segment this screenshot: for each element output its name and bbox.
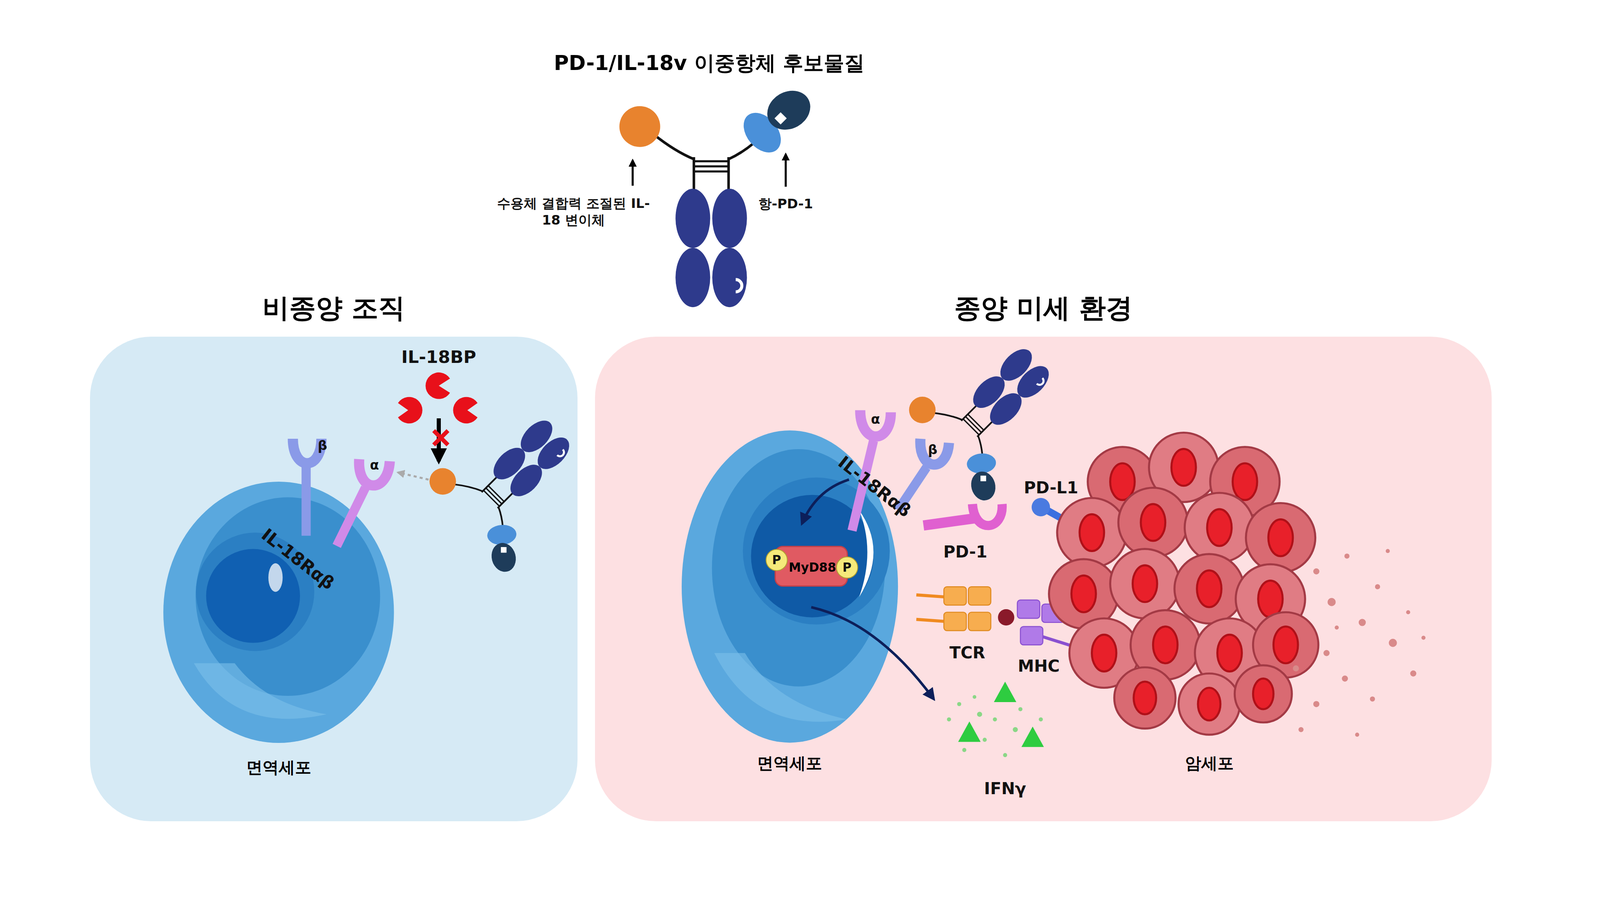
annotation-label: P	[835, 556, 858, 579]
annotation-label: IFNγ	[984, 778, 1027, 800]
annotation-label: TCR	[949, 642, 986, 664]
annotation-label: 항-PD-1	[758, 195, 813, 213]
node-label: 암세포	[1185, 752, 1234, 774]
panel-heading: 종양 미세 환경	[954, 291, 1133, 325]
tissue-panel: 종양 미세 환경면역세포MyD88암세포	[595, 336, 1493, 822]
annotation-label: α	[370, 457, 380, 474]
node-label: 면역세포	[757, 752, 823, 774]
annotation-label: MHC	[1017, 656, 1060, 677]
annotation-label: IL-18BP	[401, 346, 476, 368]
immune-cell: 면역세포	[163, 481, 394, 743]
illustration-part	[619, 82, 818, 308]
annotation-label: PD-1	[943, 541, 988, 563]
panel-heading: 비종양 조직	[262, 291, 405, 325]
node-label: MyD88	[788, 560, 837, 576]
annotation-label: PD-L1	[1023, 477, 1078, 498]
annotation-label: β	[317, 437, 328, 455]
node-label: 면역세포	[246, 757, 312, 778]
annotation-label: β	[927, 441, 938, 459]
annotation-label: 수용체 결합력 조절된 IL-18 변이체	[497, 195, 650, 230]
illustration-part	[784, 154, 787, 187]
illustration-part	[631, 160, 634, 186]
annotation-label: P	[765, 549, 788, 572]
cell-membrane	[163, 481, 394, 743]
annotation-label: α	[870, 411, 880, 428]
cell-outline	[163, 481, 394, 743]
top-antibody	[619, 82, 818, 308]
cell-cytoplasm	[195, 497, 380, 696]
diagram-title: PD-1/IL-18v 이중항체 후보물질	[553, 50, 865, 76]
cancer-cell: 암세포	[1063, 449, 1309, 705]
